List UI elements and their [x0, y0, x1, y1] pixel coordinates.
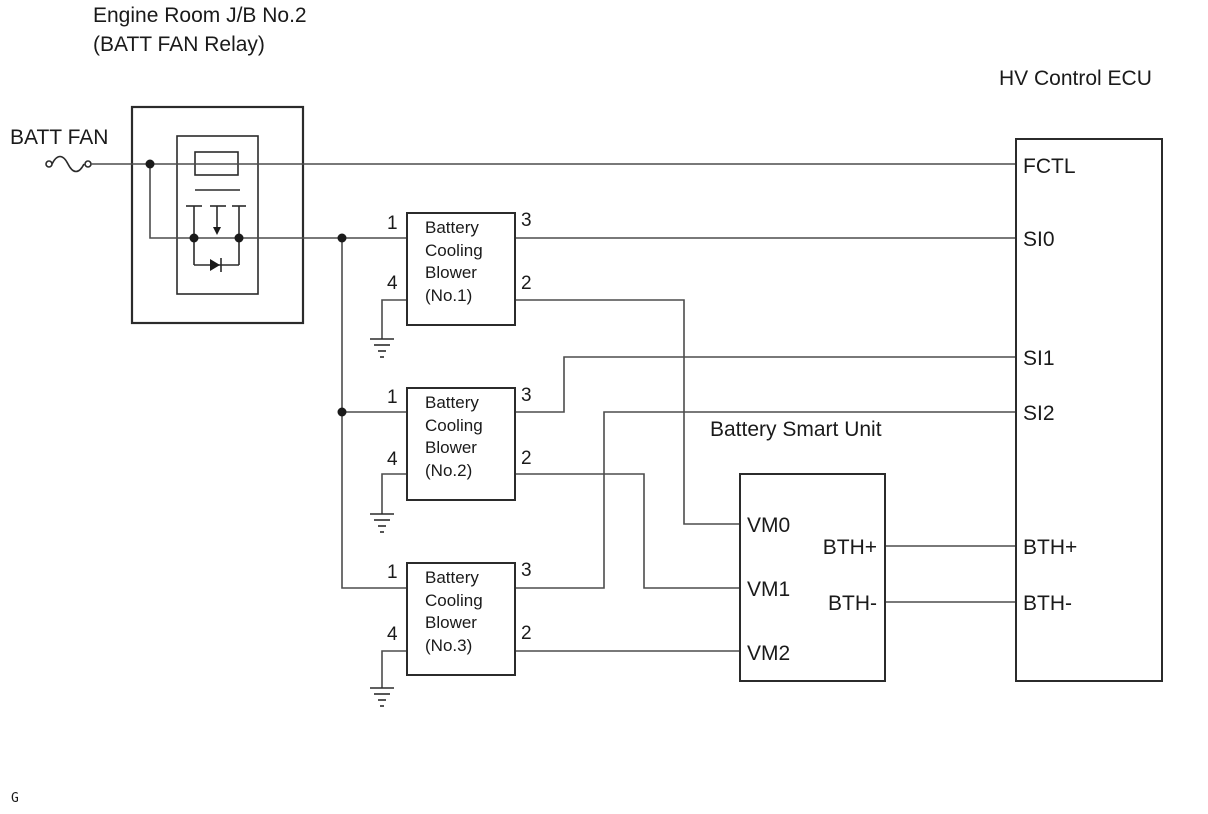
- blower-label-line: Battery: [425, 568, 479, 587]
- fuse-icon: [45, 155, 92, 173]
- pin-number: 2: [521, 273, 532, 294]
- blower-label-line: Cooling: [425, 241, 483, 260]
- pin-number: 3: [521, 210, 532, 231]
- smart-unit-pin-vm2: VM2: [747, 642, 790, 665]
- hv-control-ecu: FCTL SI0 SI1 SI2 BTH+ BTH-: [1015, 138, 1163, 682]
- pin-number: 4: [387, 449, 398, 470]
- pin-number: 4: [387, 624, 398, 645]
- ecu-pin-bth-minus: BTH-: [1023, 592, 1072, 615]
- relay-title-line1: Engine Room J/B No.2: [93, 4, 307, 27]
- ground-icon: [370, 650, 407, 707]
- pin-number: 1: [387, 387, 398, 408]
- blower-label-line: Battery: [425, 393, 479, 412]
- smart-unit-title: Battery Smart Unit: [710, 418, 882, 441]
- ground-icon: [370, 299, 407, 358]
- blower-label-line: Blower: [425, 613, 477, 632]
- pin-number: 1: [387, 562, 398, 583]
- smart-unit-pin-bth-minus: BTH-: [828, 592, 877, 615]
- smart-unit-pin-bth-plus: BTH+: [823, 536, 877, 559]
- battery-cooling-blower-3: Battery Cooling Blower (No.3) 1 4 3 2: [387, 560, 532, 676]
- junction-block-outline: [130, 105, 305, 325]
- junction-dots: [145, 159, 347, 417]
- battery-cooling-blower-1: Battery Cooling Blower (No.1) 1 4 3 2: [387, 210, 532, 326]
- relay-title-line2: (BATT FAN Relay): [93, 33, 265, 56]
- smart-unit-pin-vm0: VM0: [747, 514, 790, 537]
- blower-label-line: Battery: [425, 218, 479, 237]
- relay-diode-icon: [210, 258, 222, 272]
- ground-icon: [370, 473, 407, 533]
- battery-cooling-blower-2: Battery Cooling Blower (No.2) 1 4 3 2: [387, 385, 532, 501]
- pin-number: 2: [521, 448, 532, 469]
- blower-label-line: Cooling: [425, 416, 483, 435]
- fuse-label: BATT FAN: [10, 126, 108, 149]
- relay-body: [176, 135, 259, 295]
- pin-number: 3: [521, 385, 532, 406]
- blower-label-line: (No.2): [425, 461, 472, 480]
- blower-label-line: (No.3): [425, 636, 472, 655]
- battery-smart-unit: VM0 VM1 VM2 BTH+ BTH-: [739, 473, 886, 682]
- ecu-pin-si2: SI2: [1023, 402, 1055, 425]
- pin-number: 4: [387, 273, 398, 294]
- ecu-pin-fctl: FCTL: [1023, 155, 1076, 178]
- blower-label-line: (No.1): [425, 286, 472, 305]
- relay-coil-icon: [194, 151, 240, 191]
- relay-contacts-icon: [186, 205, 246, 266]
- figure-code: G: [11, 791, 19, 806]
- wiring-lines: [91, 163, 1016, 652]
- ecu-pin-bth-plus: BTH+: [1023, 536, 1077, 559]
- blower-label-line: Blower: [425, 438, 477, 457]
- ecu-title: HV Control ECU: [999, 67, 1152, 90]
- pin-number: 1: [387, 213, 398, 234]
- blower-label-line: Blower: [425, 263, 477, 282]
- ecu-pin-si0: SI0: [1023, 228, 1055, 251]
- pin-number: 2: [521, 623, 532, 644]
- smart-unit-pin-vm1: VM1: [747, 578, 790, 601]
- pin-number: 3: [521, 560, 532, 581]
- ecu-pin-si1: SI1: [1023, 347, 1055, 370]
- blower-label-line: Cooling: [425, 591, 483, 610]
